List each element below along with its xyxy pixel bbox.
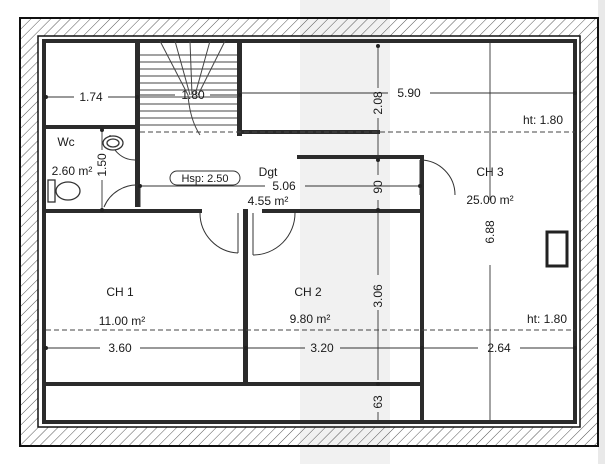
room-ch2-area: 9.80 m² (290, 312, 331, 326)
room-dgt-area: 4.55 m² (248, 194, 289, 208)
interior-walls (42, 39, 577, 424)
room-ch1-name: CH 1 (106, 285, 134, 299)
scan-shade (300, 0, 390, 464)
dim-90: 90 (371, 180, 385, 194)
room-wc-name: Wc (57, 135, 74, 149)
dim-3-06: 3.06 (371, 284, 385, 308)
room-ch3-name: CH 3 (476, 165, 504, 179)
dimension-ticks (44, 44, 577, 386)
dim-2-64: 2.64 (487, 341, 511, 355)
dim-5-06: 5.06 (272, 179, 296, 193)
exterior-wall-hatch (20, 18, 598, 446)
dim-63: 63 (371, 395, 385, 409)
room-ch3-area: 25.00 m² (466, 193, 513, 207)
room-dgt-name: Dgt (259, 165, 278, 179)
wc-fixtures (47, 135, 124, 203)
door-swings (103, 134, 456, 256)
scan-edge (598, 0, 605, 464)
dim-3-60: 3.60 (108, 341, 132, 355)
dim-5-90: 5.90 (397, 86, 421, 100)
dim-1-80: 1.80 (181, 88, 205, 102)
room-wc-area: 2.60 m² (52, 164, 93, 178)
room-ch2-name: CH 2 (294, 285, 322, 299)
outer-outline (19, 17, 599, 447)
height-bottom: ht: 1.80 (527, 312, 567, 326)
dgt-hsp: Hsp: 2.50 (181, 173, 228, 185)
dim-1-74: 1.74 (79, 90, 103, 104)
chimney-box (545, 230, 569, 268)
ceiling-height-lines (46, 131, 575, 331)
dimension-lines (46, 43, 575, 420)
dim-3-20: 3.20 (310, 341, 334, 355)
hsp-box (169, 170, 241, 186)
inner-outline (37, 35, 581, 428)
room-ch1-area: 11.00 m² (99, 314, 145, 328)
dim-6-88: 6.88 (483, 220, 497, 244)
staircase (140, 40, 237, 136)
dim-2-08: 2.08 (371, 91, 385, 115)
height-top: ht: 1.80 (523, 113, 563, 127)
dim-1-50: 1.50 (95, 153, 109, 177)
